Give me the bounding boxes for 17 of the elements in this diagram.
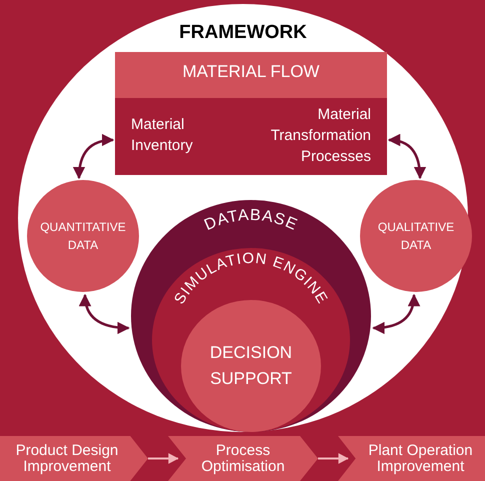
chevron-arrow — [318, 453, 349, 464]
material-flow-box — [115, 52, 387, 175]
box-text: Material Transformation Processes — [245, 104, 371, 168]
data-circle: QUALITATIVE DATA — [360, 180, 472, 292]
box-text: Material Inventory — [131, 114, 231, 158]
data-circle: QUANTITATIVE DATA — [27, 180, 139, 292]
box-heading: MATERIAL FLOW — [115, 52, 387, 98]
framework-title: FRAMEWORK — [178, 22, 308, 44]
double-arrow — [388, 134, 426, 180]
chevron-band: Plant Operation Improvement — [338, 436, 485, 481]
arc-title: DATABASE — [202, 206, 300, 234]
double-arrow — [73, 134, 114, 180]
double-arrow — [79, 294, 130, 334]
chevron-band: Product Design Improvement — [0, 436, 148, 481]
double-arrow — [372, 294, 420, 334]
chevron-band: Process Optimisation — [168, 436, 318, 481]
chevron-arrow — [148, 453, 179, 464]
